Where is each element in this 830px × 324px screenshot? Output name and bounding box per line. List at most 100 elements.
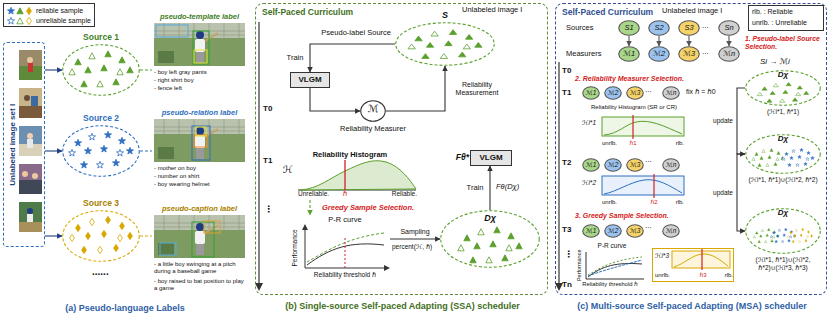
legend-text: unreliable sample (36, 17, 91, 24)
illustration-part (160, 243, 176, 255)
node-text: ℳn (662, 161, 680, 169)
ellipse-shape (663, 159, 680, 172)
illustration-part (588, 264, 642, 277)
ellipse-shape (663, 87, 680, 100)
measurer-circle: ℳn (662, 158, 680, 172)
measurer-circle: ℳ1 (582, 86, 600, 100)
connector (45, 150, 62, 151)
illustration-part (586, 252, 644, 279)
measurer-circle: ℳ2 (648, 46, 670, 62)
illustration-part (32, 173, 38, 179)
ellipse-shape (649, 21, 670, 36)
node-text: ℳ3 (626, 227, 644, 235)
node-text: unrlb. : Unreliable (752, 19, 824, 27)
illustration-part (588, 260, 642, 276)
legend-shape (17, 8, 23, 14)
node-text: Self-Paced Curriculum (562, 7, 662, 17)
sample-set: Dχ (745, 70, 821, 106)
node-text: Unreliable. (298, 190, 348, 198)
node-text: - boy wearing helmet (154, 181, 247, 188)
illustration-part (787, 228, 812, 243)
legend-row: unreliable sample (7, 15, 91, 25)
node-text: pseudo-relation label (152, 108, 247, 117)
label-text: percent(ℋ, ℏ) (392, 243, 432, 251)
measurer-circle: ℳ1 (618, 46, 640, 62)
node-text: ℳ2 (604, 161, 622, 169)
node-text: ℳ3 (626, 161, 644, 169)
legend-shape (17, 18, 23, 24)
label-text: Fθ(Dχ) (496, 182, 519, 191)
node-text: ℳ1 (582, 89, 600, 97)
sample-cluster (70, 216, 133, 253)
ellipse-outline (62, 44, 140, 96)
illustration-part (458, 227, 522, 263)
node-text: rlb. (711, 272, 733, 279)
ellipse-shape (605, 159, 622, 172)
connector (140, 150, 152, 151)
connector (140, 69, 152, 70)
illustration-part (22, 171, 28, 177)
panel-frame: Self-Paced Curriculum(c) Multi-source Se… (555, 3, 827, 295)
legend-shape (7, 7, 14, 14)
model-box: Fθ*VLGM (470, 150, 512, 166)
illustration-part (558, 62, 559, 284)
illustration-part (258, 22, 259, 284)
node-text: Self-Paced Curriculum (262, 7, 392, 17)
illustration-part (27, 139, 33, 148)
label-text: ... (702, 47, 709, 57)
ellipse-shape (605, 87, 622, 100)
illustration-part (753, 228, 779, 242)
illustration-part (24, 95, 30, 101)
label-text: (ℋi*1, ℏ*1) (745, 108, 821, 116)
node-text: ℳ1 (582, 161, 600, 169)
label-text: 1. Pseudo-label Source Selection. (745, 35, 825, 51)
node-text: Performance (291, 226, 299, 270)
model-box: VLGM (290, 72, 330, 88)
node-text: Fθ* (445, 152, 469, 162)
measurer-circle: ℳ2 (604, 158, 622, 172)
measurer-circle: ℳ2 (604, 224, 622, 238)
illustration-part (27, 208, 33, 214)
label-card: pseudo-caption label- a little boy swing… (152, 204, 247, 300)
connector (728, 36, 729, 46)
node-text: Reliability Measurer (338, 124, 408, 133)
node-text: unrlb. (655, 272, 679, 279)
illustration-part (19, 222, 42, 232)
label-text: ⋮ (564, 249, 573, 260)
node-text: ℏ3 (697, 272, 709, 279)
illustration-part (27, 214, 33, 222)
illustration-part (192, 222, 214, 257)
label-text: Sources (566, 23, 594, 32)
label-text: T0 (263, 104, 272, 114)
node-text: S1 (618, 23, 640, 32)
ellipse-shape (63, 211, 140, 262)
measurer-circle: ℳn (662, 224, 680, 238)
connector (310, 44, 395, 72)
image-set-box: Unlabeled image set I (3, 42, 45, 247)
illustration-part (204, 221, 220, 233)
label-text: ...... (92, 266, 109, 278)
label-text: Measurers (566, 49, 601, 58)
illustration-part (752, 148, 784, 166)
label-text: ⋮ (264, 204, 273, 215)
node-text: P-R curve (310, 215, 380, 224)
ellipse-shape (627, 159, 644, 172)
node-text: Reliability threshold ℏ (300, 271, 390, 279)
node-text: - boy left gray pants (154, 69, 247, 76)
ellipse-outline (62, 125, 140, 177)
measurer-circle: ℳ3 (626, 86, 644, 100)
label-text: Si → ℳi (760, 57, 790, 67)
illustration-part (632, 115, 633, 139)
label-text: T0 (562, 66, 571, 76)
node-text: ℳn (662, 227, 680, 235)
illustration-part (588, 257, 642, 275)
image-thumbnails (19, 50, 42, 232)
illustration-part (28, 63, 33, 72)
connector (658, 36, 659, 46)
node-text: rlb. (662, 140, 684, 147)
label-text: T1 (263, 156, 272, 166)
node-text: rlb. (662, 199, 684, 206)
label-text: T2 (562, 158, 571, 168)
node-text: pseudo-template label (152, 12, 247, 21)
connector (140, 235, 152, 236)
